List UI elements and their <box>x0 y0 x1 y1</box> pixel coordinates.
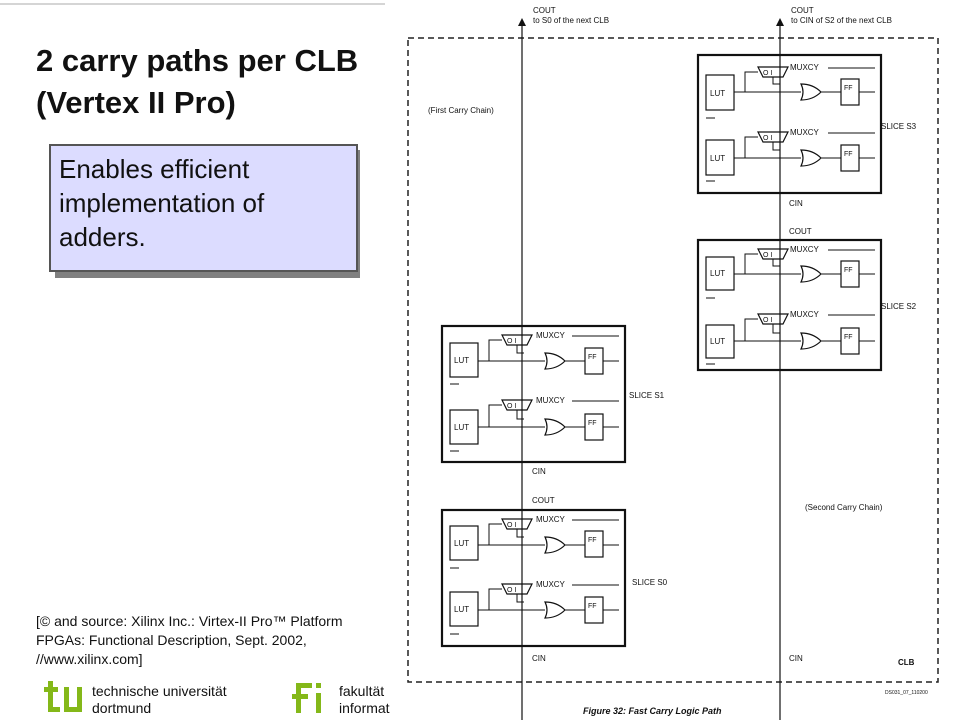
second-chain-label: (Second Carry Chain) <box>805 503 883 512</box>
slice-s2: SLICE S2 LUT LUT O I MUXCY O I MUXCY FF … <box>696 238 917 372</box>
faculty-name-line2: informatik <box>339 700 390 716</box>
source-citation: [© and source: Xilinx Inc.: Virtex-II Pr… <box>36 613 343 667</box>
slice-s2-label: SLICE S2 <box>881 302 917 311</box>
mux-pins-label: O I <box>763 70 772 77</box>
lut-label: LUT <box>454 356 469 365</box>
ff-label: FF <box>588 420 597 427</box>
mux-pins-label: O I <box>507 522 516 529</box>
lut-label: LUT <box>454 605 469 614</box>
muxcy-label: MUXCY <box>790 245 820 254</box>
lut-label: LUT <box>710 269 725 278</box>
muxcy-label: MUXCY <box>536 515 566 524</box>
muxcy-label: MUXCY <box>536 580 566 589</box>
clb-boundary <box>407 37 939 683</box>
ff-label: FF <box>844 267 853 274</box>
muxcy-label: MUXCY <box>790 310 820 319</box>
cout-label: COUT <box>532 496 555 505</box>
muxcy-label: MUXCY <box>536 331 566 340</box>
cin-label: CIN <box>789 199 803 208</box>
mux-pins-label: O I <box>763 252 772 259</box>
carry-chain-diagram: COUT to S0 of the next CLB COUT to CIN o… <box>407 6 939 720</box>
clb-label: CLB <box>898 658 915 667</box>
ff-label: FF <box>588 354 597 361</box>
muxcy-label: MUXCY <box>536 396 566 405</box>
ff-label: FF <box>588 537 597 544</box>
slice-s0: SLICE S0 LUT LUT O I MUXCY O I MUXCY FF … <box>440 508 668 648</box>
figure-caption: Figure 32: Fast Carry Logic Path <box>583 706 722 716</box>
cin-label: CIN <box>532 654 546 663</box>
cin-label: CIN <box>789 654 803 663</box>
header-rule <box>0 3 385 5</box>
mux-pins-label: O I <box>507 338 516 345</box>
university-name-line1: technische universität <box>92 683 227 699</box>
cout-label: COUT <box>789 227 812 236</box>
ff-label: FF <box>588 603 597 610</box>
mux-pins-label: O I <box>763 135 772 142</box>
page-title: 2 carry paths per CLB (Vertex II Pro) <box>36 43 359 120</box>
muxcy-label: MUXCY <box>790 63 820 72</box>
fi-logo-icon <box>292 683 321 713</box>
mux-pins-label: O I <box>507 587 516 594</box>
mux-pins-label: O I <box>763 317 772 324</box>
slice-s3-label: SLICE S3 <box>881 122 917 131</box>
muxcy-label: MUXCY <box>790 128 820 137</box>
cout-first-sub-label: to S0 of the next CLB <box>533 16 609 25</box>
faculty-name-line1: fakultät <box>339 683 385 699</box>
first-chain-label: (First Carry Chain) <box>428 106 494 115</box>
lut-label: LUT <box>710 89 725 98</box>
lut-label: LUT <box>710 154 725 163</box>
lut-label: LUT <box>710 337 725 346</box>
callout-box: Enables efficient implementation of adde… <box>49 144 358 272</box>
lut-label: LUT <box>454 423 469 432</box>
slice-s1: SLICE S1 LUT LUT O I MUXCY O I MUXCY FF … <box>440 324 665 464</box>
mux-pins-label: O I <box>507 403 516 410</box>
ff-label: FF <box>844 334 853 341</box>
ff-label: FF <box>844 151 853 158</box>
ff-label: FF <box>844 85 853 92</box>
cout-first-label: COUT <box>533 6 556 15</box>
tu-logo-icon <box>44 681 82 712</box>
cin-label: CIN <box>532 467 546 476</box>
university-name-line2: dortmund <box>92 700 152 716</box>
slice-s1-label: SLICE S1 <box>629 391 665 400</box>
slice-s0-label: SLICE S0 <box>632 578 668 587</box>
footer: technische universität dortmund fakultät… <box>0 676 390 720</box>
cout-second-label: COUT <box>791 6 814 15</box>
slice-s3: SLICE S3 LUT LUT O I MUXCY O I MUXCY FF … <box>696 53 917 195</box>
cout-second-sub-label: to CIN of S2 of the next CLB <box>791 16 892 25</box>
lut-label: LUT <box>454 539 469 548</box>
doc-id-label: DS031_07_110200 <box>885 690 928 696</box>
